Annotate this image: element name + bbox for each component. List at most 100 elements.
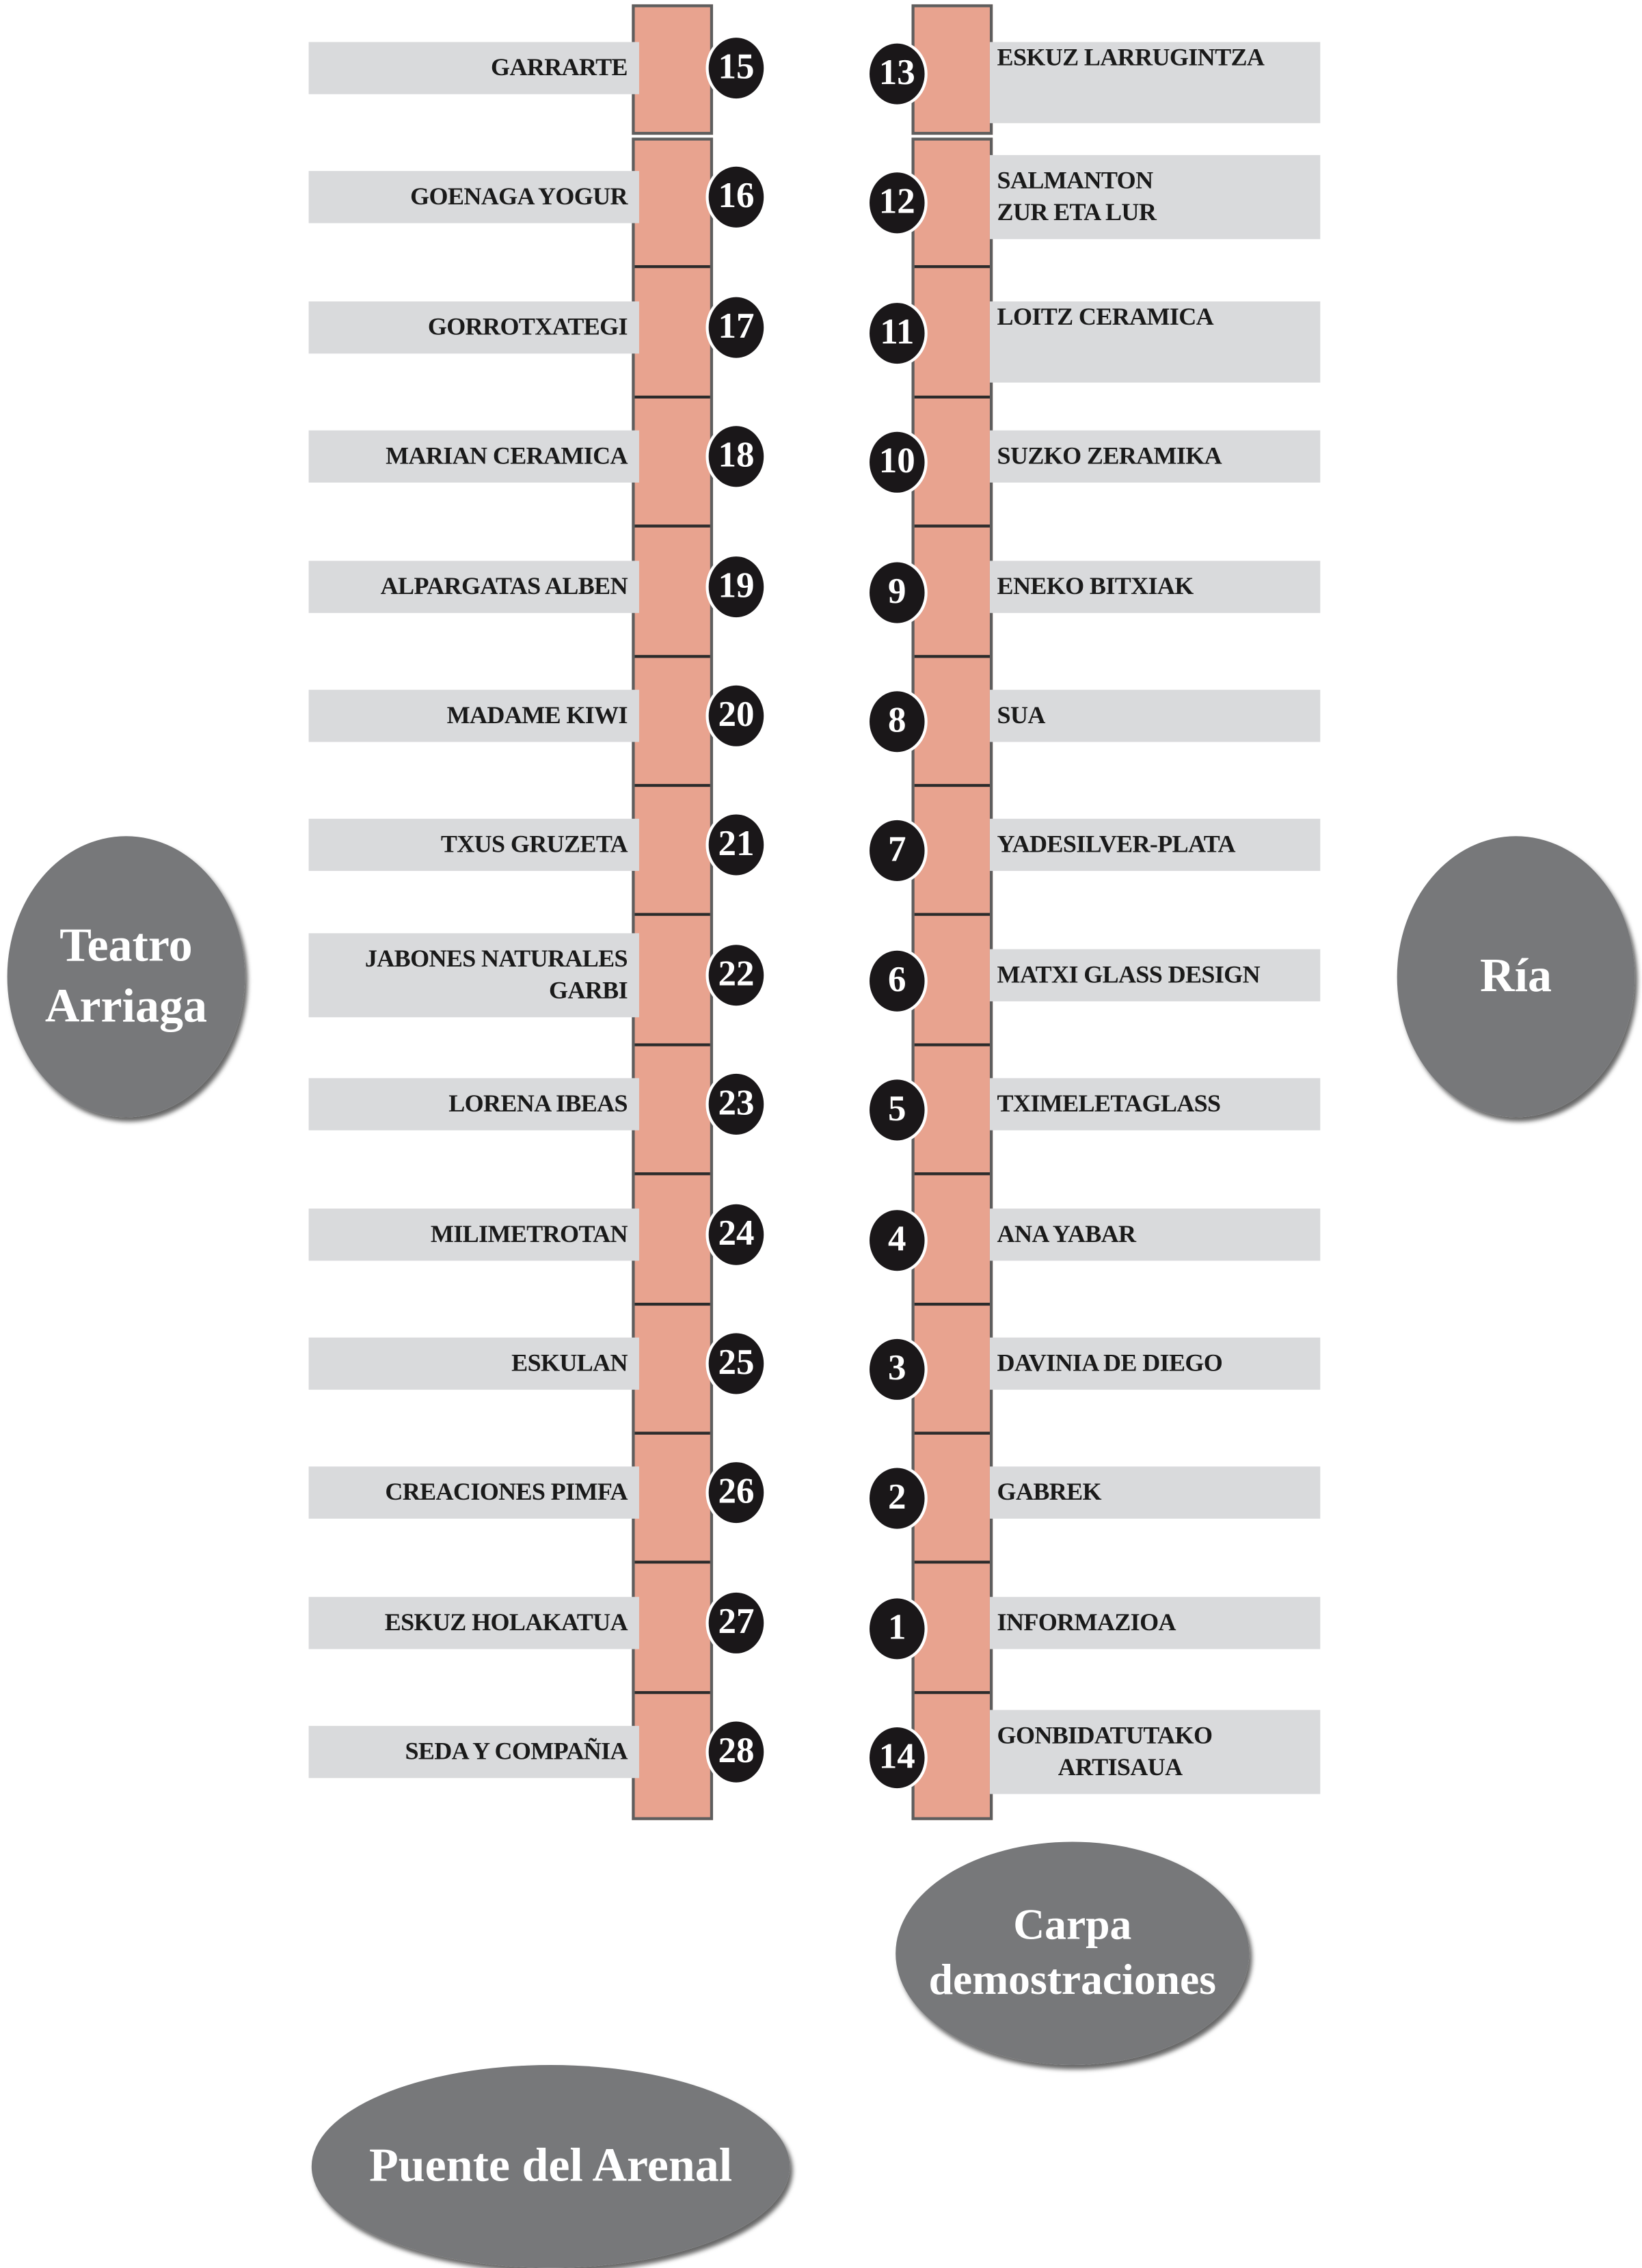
stall-number-badge: 12 (866, 170, 928, 237)
stall-divider (634, 1690, 710, 1694)
stall-divider (914, 1690, 990, 1694)
stall-number-badge: 10 (866, 429, 928, 496)
stall-divider (914, 524, 990, 528)
stall-number-badge: 23 (705, 1071, 767, 1138)
stall-name: GARRARTE (491, 53, 628, 81)
stall-number-badge: 6 (866, 947, 928, 1014)
left-stall-label[interactable]: TXUS GRUZETA (308, 819, 639, 872)
stall-name: CREACIONES PIMFA (385, 1479, 628, 1507)
stall-number-badge: 26 (705, 1459, 767, 1527)
stall-divider (634, 1561, 710, 1565)
stall-name: SEDA Y COMPAÑIA (405, 1738, 628, 1766)
stall-name: GOENAGA YOGUR (410, 183, 628, 211)
stall-divider (914, 1561, 990, 1565)
stall-divider (634, 265, 710, 269)
left-stall-label[interactable]: GOENAGA YOGUR (308, 171, 639, 224)
stall-name: TXUS GRUZETA (440, 831, 628, 859)
stall-number-badge: 21 (705, 812, 767, 879)
stall-name: SUZKO ZERAMIKA (997, 442, 1222, 470)
landmark-teatro-arriaga: Teatro Arriaga (7, 836, 245, 1118)
stall-number-badge: 7 (866, 818, 928, 885)
right-stall-label[interactable]: ESKUZ LARRUGINTZA (989, 42, 1321, 124)
stall-name: MADAME KIWI (446, 701, 628, 729)
stall-name-line2: ARTISAUA (1058, 1753, 1183, 1781)
stall-name: DAVINIA DE DIEGO (997, 1349, 1223, 1377)
right-stall-label[interactable]: ANA YABAR (989, 1208, 1321, 1260)
right-stall-label[interactable]: YADESILVER-PLATA (989, 819, 1321, 872)
stall-divider (634, 1172, 710, 1176)
right-stall-label[interactable]: LOITZ CERAMICA (989, 301, 1321, 383)
stall-name: SALMANTON (997, 167, 1154, 195)
left-stall-label[interactable]: ESKULAN (308, 1337, 639, 1390)
stall-divider (634, 1042, 710, 1047)
stall-number-badge: 16 (705, 164, 767, 231)
stall-number-badge: 25 (705, 1330, 767, 1397)
stall-number-badge: 5 (866, 1077, 928, 1144)
stall-name: ESKULAN (511, 1349, 628, 1377)
stall-name-line2: GARBI (548, 976, 628, 1004)
stall-divider (914, 1431, 990, 1435)
left-stall-label[interactable]: GORROTXATEGI (308, 301, 639, 353)
stall-number-badge: 27 (705, 1589, 767, 1656)
stall-divider (914, 265, 990, 269)
stall-number-badge: 17 (705, 293, 767, 361)
stall-number-badge: 2 (866, 1466, 928, 1533)
right-stall-label[interactable]: TXIMELETAGLASS (989, 1078, 1321, 1131)
left-stall-label[interactable]: JABONES NATURALES GARBI (308, 932, 639, 1017)
stall-number-badge: 4 (866, 1206, 928, 1273)
right-stall-label[interactable]: SUA (989, 690, 1321, 742)
left-stall-label[interactable]: ESKUZ HOLAKATUA (308, 1596, 639, 1649)
stall-name: LORENA IBEAS (448, 1090, 628, 1118)
left-stall-label[interactable]: CREACIONES PIMFA (308, 1467, 639, 1520)
stall-divider (634, 1302, 710, 1306)
stall-number-badge: 28 (705, 1718, 767, 1786)
stall-name: ESKUZ LARRUGINTZA (997, 43, 1265, 71)
left-stall-label[interactable]: LORENA IBEAS (308, 1078, 639, 1131)
stall-number-badge: 13 (866, 40, 928, 107)
stall-name: ENEKO BITXIAK (997, 571, 1194, 599)
left-stall-label[interactable]: MADAME KIWI (308, 690, 639, 742)
stall-divider (914, 1042, 990, 1047)
right-stall-label[interactable]: MATXI GLASS DESIGN (989, 949, 1321, 1001)
stall-divider (634, 1431, 710, 1435)
left-stall-label[interactable]: SEDA Y COMPAÑIA (308, 1726, 639, 1779)
stall-name: MATXI GLASS DESIGN (997, 960, 1261, 988)
left-stall-label[interactable]: MARIAN CERAMICA (308, 431, 639, 483)
stall-divider (634, 395, 710, 399)
stall-name: JABONES NATURALES (364, 944, 628, 973)
right-stall-label[interactable]: ENEKO BITXIAK (989, 560, 1321, 612)
stall-name: GORROTXATEGI (427, 312, 628, 340)
stall-divider (634, 783, 710, 787)
left-stall-label[interactable]: ALPARGATAS ALBEN (308, 560, 639, 612)
stall-number-badge: 1 (866, 1595, 928, 1662)
right-stall-label[interactable]: GABREK (989, 1467, 1321, 1520)
right-stall-label[interactable]: SUZKO ZERAMIKA (989, 431, 1321, 483)
stall-name: MILIMETROTAN (430, 1219, 628, 1247)
stall-divider (914, 654, 990, 658)
landmark-carpa-demostraciones: Carpa demostraciones (896, 1841, 1250, 2065)
stall-divider (634, 654, 710, 658)
landmark-puente-del-arenal: Puente del Arenal (311, 2064, 790, 2268)
landmark-ria: Ría (1397, 836, 1635, 1118)
left-stall-label[interactable]: MILIMETROTAN (308, 1208, 639, 1260)
stall-number-badge: 11 (866, 299, 928, 366)
stall-number-badge: 8 (866, 688, 928, 755)
left-stall-label[interactable]: GARRARTE (308, 42, 639, 94)
stall-name: ALPARGATAS ALBEN (380, 571, 628, 599)
stall-number-badge: 9 (866, 558, 928, 625)
stall-name: SUA (997, 701, 1046, 729)
right-stall-label[interactable]: DAVINIA DE DIEGO (989, 1337, 1321, 1390)
stall-divider (914, 1172, 990, 1176)
stall-number-badge: 3 (866, 1336, 928, 1403)
right-stall-label[interactable]: INFORMAZIOA (989, 1596, 1321, 1649)
stall-number-badge: 14 (866, 1725, 928, 1792)
stall-number-badge: 20 (705, 682, 767, 750)
stall-name: YADESILVER-PLATA (997, 831, 1236, 859)
stall-divider (914, 1302, 990, 1306)
stall-divider (914, 395, 990, 399)
stall-name: MARIAN CERAMICA (386, 442, 628, 470)
stall-name: GABREK (997, 1479, 1102, 1507)
